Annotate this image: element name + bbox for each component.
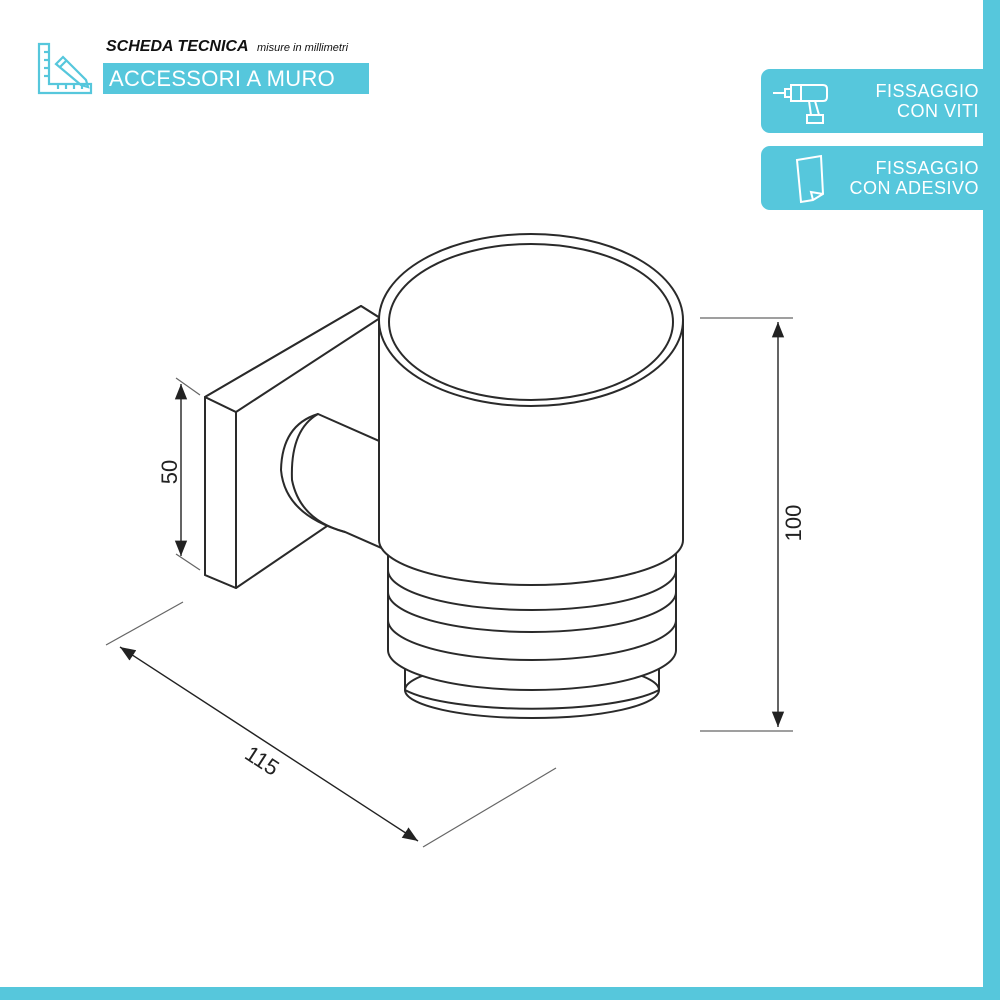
ruler-pencil-icon [37,42,93,95]
depth-ext-right [422,767,557,848]
header-title: SCHEDA TECNICA [106,38,249,55]
depth-dim-line [119,646,419,842]
depth-ext-left [105,601,184,646]
category-badge: ACCESSORI A MURO [103,63,369,94]
plate-height-dim-label: 50 [157,460,182,484]
cup-ring-line-1 [387,569,677,611]
fixing-adhesive-label: FISSAGGIO CON ADESIVO [849,158,979,198]
fixing-adhesive-panel: FISSAGGIO CON ADESIVO [761,146,983,210]
header-title-row: SCHEDA TECNICA misure in millimetri [106,38,348,56]
plate-ext-bottom [175,553,201,571]
cup-rim-inner [388,243,674,401]
drill-icon [773,84,828,124]
frame-border-right [983,0,1000,1000]
fixing-adhesive-line2: CON ADESIVO [849,178,979,198]
dimension-depth [105,601,557,848]
cup-rim-outer [378,233,684,407]
fixing-adhesive-line1: FISSAGGIO [875,158,979,178]
plate-ext-top [175,377,201,396]
fixing-screws-label: FISSAGGIO CON VITI [875,81,979,121]
fixing-screws-line2: CON VITI [896,101,979,121]
fixing-screws-panel: FISSAGGIO CON VITI [761,69,983,133]
frame-border-bottom [0,987,1000,1000]
adhesive-sheet-icon [795,154,825,204]
dimension-plate-height [174,377,201,571]
height-dim-label: 100 [781,505,806,542]
plate-side [204,396,237,589]
header-subtitle: misure in millimetri [256,42,349,54]
cup-ring-line-2 [387,591,677,633]
arm-edge [290,413,346,533]
support-arm [279,412,387,552]
cup-ring-line-3 [387,619,677,661]
fixing-screws-line1: FISSAGGIO [875,81,979,101]
dimension-height [700,317,793,732]
depth-dim-label: 115 [241,741,284,781]
cup-holder [378,233,684,719]
